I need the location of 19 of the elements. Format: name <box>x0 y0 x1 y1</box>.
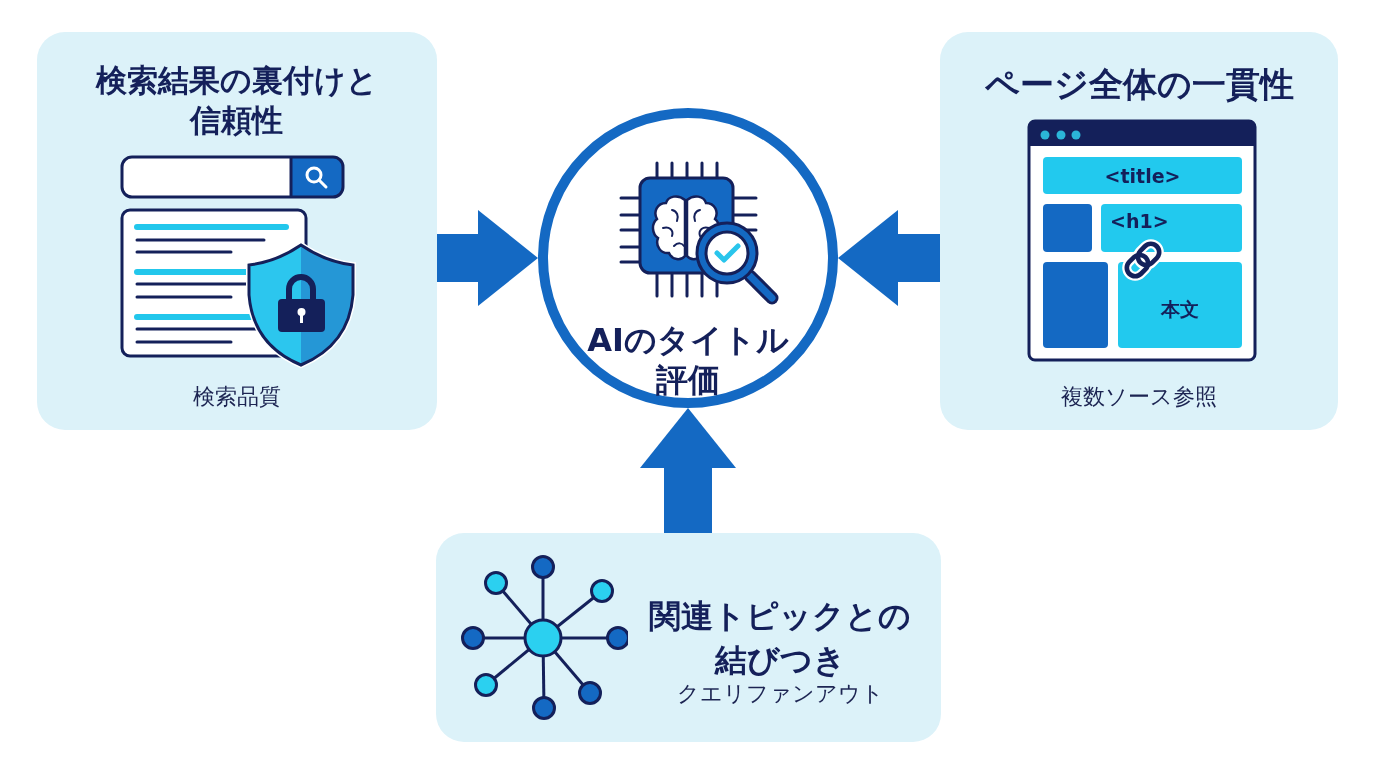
content-block <box>1118 262 1242 348</box>
panel-caption: 複数ソース参照 <box>1061 384 1217 410</box>
tag-label: 本文 <box>1161 299 1199 319</box>
panel-caption: クエリファンアウト <box>676 681 884 707</box>
block-arrow <box>838 210 940 306</box>
panel-heading: 検索結果の裏付けと信頼性 <box>94 61 379 140</box>
panel-heading: ページ全体の一貫性 <box>984 64 1294 104</box>
html-tag-block <box>1043 157 1242 194</box>
info-panel <box>37 32 437 430</box>
tag-label: <title> <box>1104 165 1181 186</box>
block-arrow <box>640 408 736 533</box>
panel-caption: 検索品質 <box>193 384 281 410</box>
panel-heading: 関連トピックとの結びつき <box>648 596 912 681</box>
html-tag-block <box>1101 204 1242 252</box>
tag-label: <h1> <box>1110 211 1169 231</box>
block-arrow <box>437 210 538 306</box>
info-panel <box>436 533 941 742</box>
info-panel <box>940 32 1338 430</box>
circle-label: AIのタイトル評価 <box>586 320 790 400</box>
